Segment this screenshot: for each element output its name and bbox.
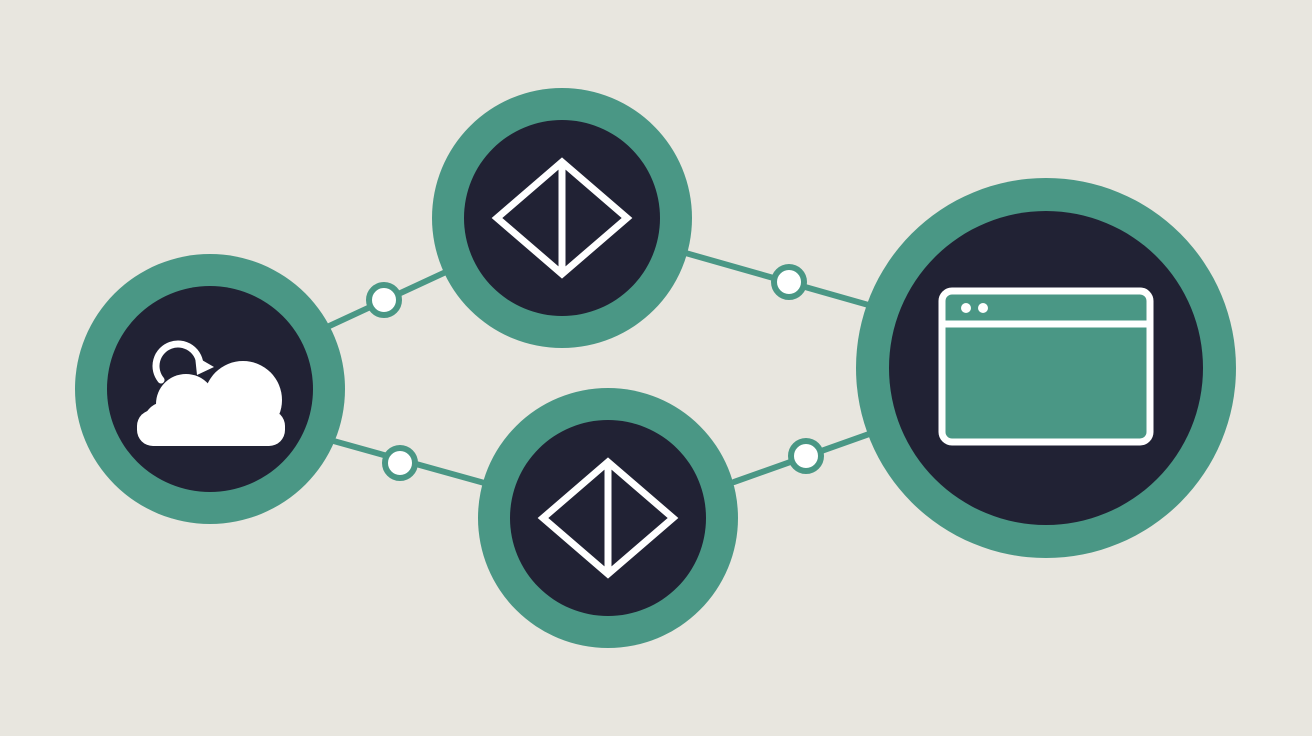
junction-dot: [771, 264, 807, 300]
junction-dot: [366, 282, 402, 318]
browser-window-icon: [938, 287, 1154, 446]
node-cloud: [75, 254, 345, 524]
node-gateway-bottom: [478, 388, 738, 648]
junction-dot: [788, 438, 824, 474]
junction-dot: [382, 445, 418, 481]
cloud-sync-icon: [137, 340, 285, 446]
node-gateway-top: [432, 88, 692, 348]
junctions: [366, 264, 824, 481]
diamond-split-icon: [491, 157, 633, 279]
node-app-window: [856, 178, 1236, 558]
diamond-split-icon: [537, 457, 679, 579]
